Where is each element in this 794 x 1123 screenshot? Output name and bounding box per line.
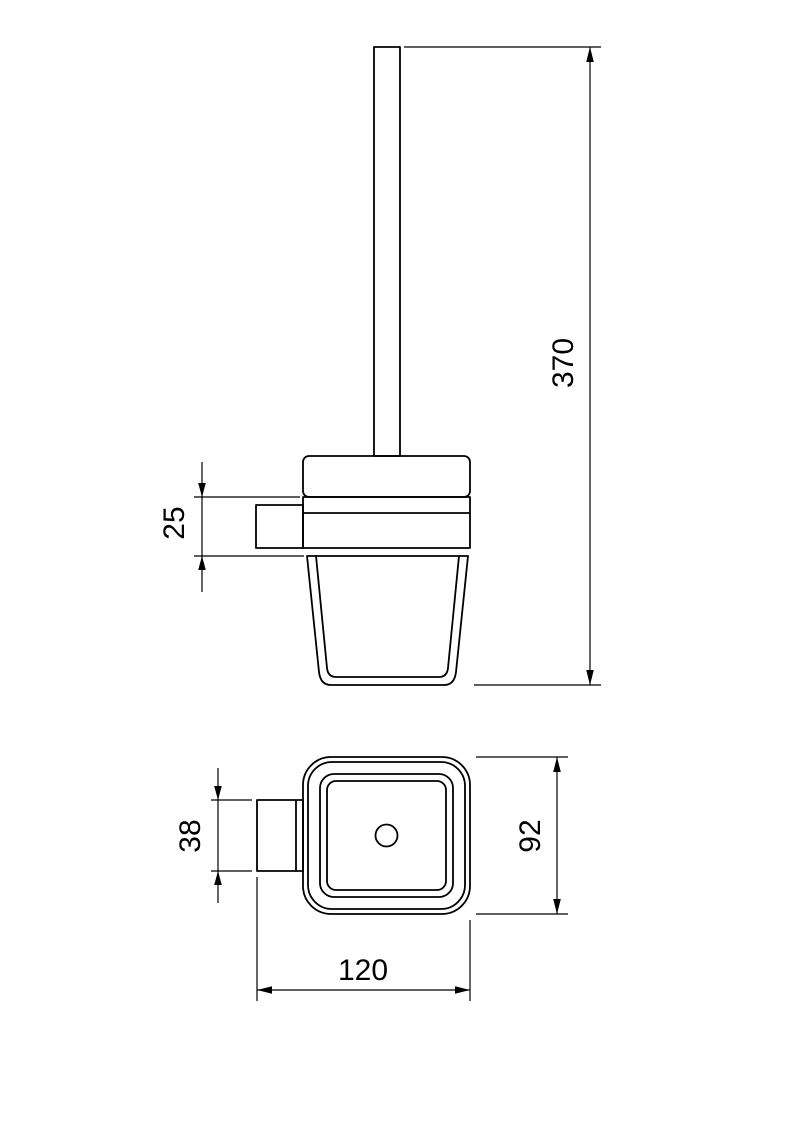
dim-label-38: 38 (174, 819, 207, 852)
dim-120-arrow-left (257, 986, 272, 994)
dim-label-120: 120 (338, 954, 388, 987)
dimension-labels: 370 25 38 92 120 (158, 338, 580, 987)
dim-38-arrow-bottom (214, 871, 222, 885)
plan-cup-rim-outer (319, 773, 454, 898)
wall-bracket-front (255, 504, 304, 549)
plan-cup-rim-inner (326, 780, 447, 891)
glass-cup-outer (306, 555, 469, 686)
holder-ring (302, 496, 471, 549)
dim-label-92: 92 (514, 819, 547, 852)
dim-25-arrow-top (198, 483, 206, 497)
front-view (255, 46, 471, 686)
plan-body-inner-outline (307, 761, 466, 910)
dim-92-arrow-bottom (553, 899, 561, 914)
plan-center-hole (374, 823, 399, 848)
dimension-lines (194, 46, 601, 1001)
brush-handle (373, 46, 401, 457)
wall-bracket-plan (256, 799, 304, 872)
dim-120-arrow-right (455, 986, 470, 994)
dim-label-25: 25 (158, 506, 191, 539)
plan-view (256, 756, 471, 915)
dim-38-arrow-top (214, 786, 222, 800)
holder-lid (302, 455, 471, 498)
glass-cup-inner (315, 555, 460, 678)
dim-370-arrow-down (586, 670, 594, 685)
dim-25-arrow-bottom (198, 556, 206, 570)
dim-label-370: 370 (547, 338, 580, 388)
dim-92-arrow-top (553, 757, 561, 772)
dimension-arrows (198, 47, 594, 994)
dim-370-arrow-up (586, 47, 594, 62)
